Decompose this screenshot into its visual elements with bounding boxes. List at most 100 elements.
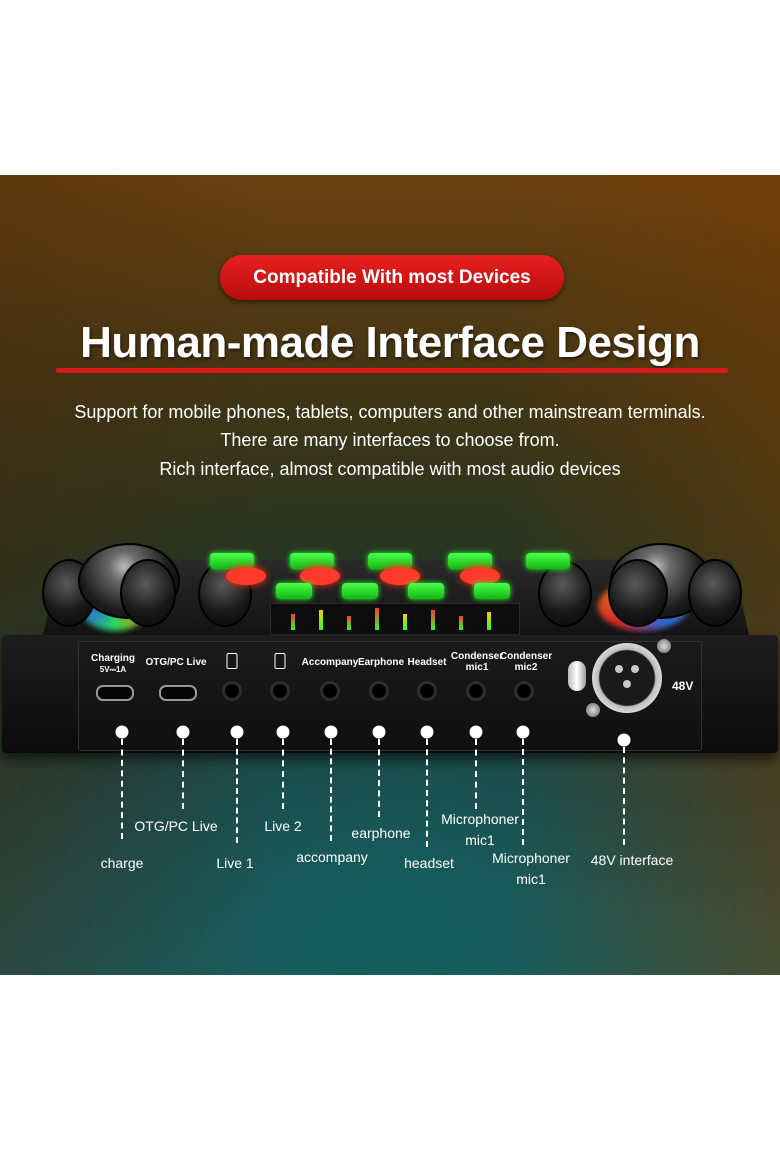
audio-jack-mic1 <box>466 681 486 701</box>
callout-dot-earphone <box>372 725 386 739</box>
description-line-2: There are many interfaces to choose from… <box>220 430 560 450</box>
callout-headset: headset <box>404 855 454 871</box>
audio-jack-headset <box>417 681 437 701</box>
callout-otg-pc-live: OTG/PC Live <box>134 818 218 834</box>
callout-dot-headset <box>420 725 434 739</box>
pad-button <box>460 567 500 585</box>
xlr-latch <box>568 661 586 691</box>
label-line: 5V⎓1A <box>99 665 127 674</box>
level-meter <box>403 614 407 630</box>
screw-icon <box>657 639 671 653</box>
callout-live-1: Live 1 <box>216 855 254 871</box>
level-meter <box>375 608 379 630</box>
callout-48v-interface: 48V interface <box>590 852 674 868</box>
charging-port-label: Charging 5V⎓1A <box>91 653 135 675</box>
pad-button <box>526 553 570 569</box>
level-meter <box>291 614 295 630</box>
pad-button <box>210 553 254 569</box>
callout-line: Microphoner <box>441 811 519 827</box>
label-line: Condenser <box>499 651 553 662</box>
callout-line-mic1 <box>475 739 477 809</box>
headline-underline <box>56 368 728 373</box>
level-meter <box>487 612 491 630</box>
audio-jack-mic2 <box>514 681 534 701</box>
label-line: mic2 <box>514 662 538 673</box>
label-line: Charging <box>91 653 135 664</box>
callout-dot-mic2 <box>516 725 530 739</box>
compatibility-badge: Compatible With most Devices <box>220 255 564 300</box>
pad-button <box>300 567 340 585</box>
pad-button <box>380 567 420 585</box>
callout-charge: charge <box>100 855 144 871</box>
audio-jack-live2 <box>270 681 290 701</box>
callout-line-headset <box>426 739 428 847</box>
pad-button <box>408 583 444 599</box>
pad-button <box>342 583 378 599</box>
pad-button <box>474 583 510 599</box>
phone-icon <box>226 653 238 669</box>
label-line: mic1 <box>465 662 489 673</box>
xlr-pin <box>623 680 631 688</box>
pad-button <box>290 553 334 569</box>
callout-line: Microphoner <box>492 850 570 866</box>
xlr-48v-port <box>592 643 662 713</box>
pad-button <box>226 567 266 585</box>
audio-jack-live1 <box>222 681 242 701</box>
pad-button <box>448 553 492 569</box>
label-line: Condenser <box>450 651 504 662</box>
phantom-power-label: 48V <box>672 679 694 693</box>
accompany-port-label: Accompany <box>301 657 359 668</box>
otg-port-label: OTG/PC Live <box>145 657 207 668</box>
knob <box>538 561 592 627</box>
audio-jack-accompany <box>320 681 340 701</box>
xlr-pin <box>631 665 639 673</box>
condenser-mic1-label: Condenser mic1 <box>451 651 503 673</box>
earphone-port-label: Earphone <box>357 657 405 668</box>
callout-dot-otg <box>176 725 190 739</box>
headset-port-label: Headset <box>407 657 447 668</box>
description-line-1: Support for mobile phones, tablets, comp… <box>74 402 706 422</box>
phone-icon <box>274 653 286 669</box>
callout-line-live1 <box>236 739 238 843</box>
callout-earphone: earphone <box>351 825 411 841</box>
sound-card-device: Charging 5V⎓1A OTG/PC Live Accompany Ear… <box>0 543 780 763</box>
callout-microphoner-mic1-upper: Microphoner mic1 <box>441 809 519 851</box>
description-line-3: Rich interface, almost compatible with m… <box>159 459 621 479</box>
headline: Human-made Interface Design <box>80 318 700 367</box>
xlr-pin <box>615 665 623 673</box>
callout-microphoner-mic1-lower: Microphoner mic1 <box>492 848 570 890</box>
callout-dot-charge <box>115 725 129 739</box>
screw-icon <box>586 703 600 717</box>
callout-line-charge <box>121 739 123 839</box>
usb-c-charging-port <box>96 685 134 701</box>
pad-button <box>276 583 312 599</box>
callout-line-earphone <box>378 739 380 817</box>
callout-live-2: Live 2 <box>264 818 302 834</box>
callout-accompany: accompany <box>296 849 368 865</box>
callout-dot-live1 <box>230 725 244 739</box>
pad-button <box>368 553 412 569</box>
callout-line: mic1 <box>465 832 495 848</box>
knob <box>608 559 668 627</box>
product-banner: Compatible With most Devices Human-made … <box>0 175 780 975</box>
callout-line-accompany <box>330 739 332 841</box>
callout-line-live2 <box>282 739 284 809</box>
callout-dot-mic1 <box>469 725 483 739</box>
knob <box>120 559 176 627</box>
callout-line-mic2 <box>522 739 524 845</box>
usb-c-otg-port <box>159 685 197 701</box>
level-meter <box>431 610 435 630</box>
callout-line-otg <box>182 739 184 809</box>
knob <box>688 559 742 627</box>
callout-dot-live2 <box>276 725 290 739</box>
callout-dot-48v <box>617 733 631 747</box>
level-meter <box>347 616 351 630</box>
condenser-mic2-label: Condenser mic2 <box>500 651 552 673</box>
level-meter-panel <box>270 603 520 635</box>
callout-line: mic1 <box>516 871 546 887</box>
callout-dot-accompany <box>324 725 338 739</box>
callout-line-48v <box>623 747 625 845</box>
level-meter <box>319 610 323 630</box>
level-meter <box>459 616 463 630</box>
audio-jack-earphone <box>369 681 389 701</box>
